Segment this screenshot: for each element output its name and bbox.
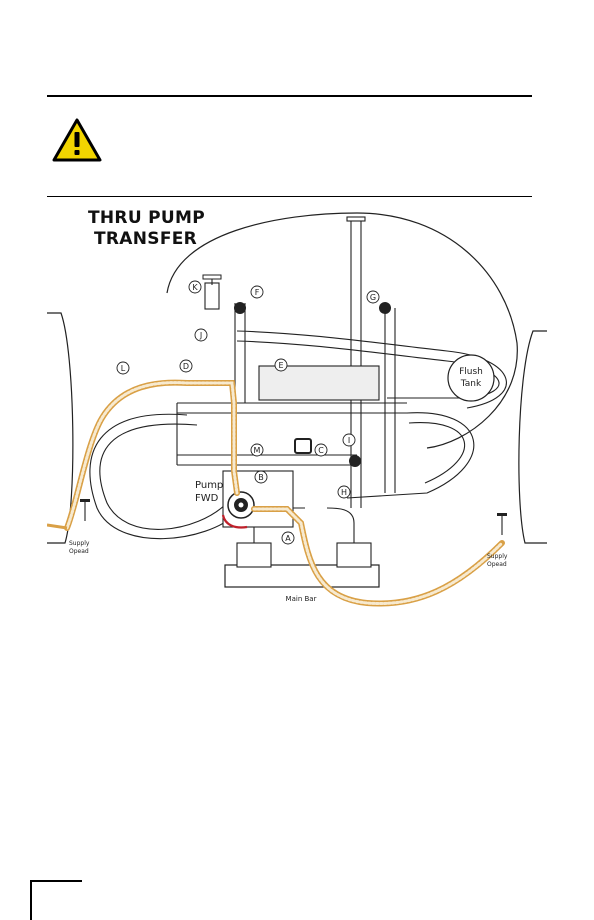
valve-label-k: K xyxy=(192,283,198,292)
valve-c-body xyxy=(294,438,312,454)
pump-rotation-arrow xyxy=(221,514,248,529)
flush-tank-label-1: Flush xyxy=(459,367,483,377)
warning-triangle-icon xyxy=(52,118,102,162)
supply-left-label-2: Opead xyxy=(69,548,89,555)
supply-right-label-2: Opead xyxy=(487,561,507,568)
supply-right-label-1: Supply xyxy=(487,553,508,560)
right-tank-wall xyxy=(518,330,547,544)
flush-tank-label-2: Tank xyxy=(460,379,482,389)
supply-left-label-1: Supply xyxy=(69,540,90,547)
valve-label-m: M xyxy=(254,446,261,455)
flow-path xyxy=(47,379,505,607)
valve-label-h: H xyxy=(341,488,347,497)
valve-label-b: B xyxy=(258,473,264,482)
pump-label-2: FWD xyxy=(195,493,219,504)
valve-g-body xyxy=(379,302,391,314)
left-tank-wall xyxy=(47,312,74,544)
bottom-divider xyxy=(47,196,532,197)
valve-label-d: D xyxy=(183,362,189,371)
plumbing-diagram: Flush Tank A B C D E F G H I J K xyxy=(47,212,547,607)
flush-tank xyxy=(447,354,495,402)
valve-k-body xyxy=(204,282,220,310)
diagram-title: THRU PUMP TRANSFER xyxy=(88,208,205,250)
top-divider xyxy=(47,95,532,97)
valve-label-l: L xyxy=(121,364,126,373)
valve-label-a: A xyxy=(285,534,291,543)
tank-outline xyxy=(166,212,518,449)
valve-i-body xyxy=(349,455,361,467)
valve-label-i: I xyxy=(348,436,350,445)
valve-label-g: G xyxy=(370,293,376,302)
valve-label-f: F xyxy=(255,288,260,297)
page-footer-tab xyxy=(30,880,82,920)
title-line-1: THRU PUMP xyxy=(88,208,205,228)
valve-label-c: C xyxy=(318,446,324,455)
main-bar-label: Main Bar xyxy=(286,595,317,603)
valve-label-j: J xyxy=(199,331,202,340)
main-bar xyxy=(224,564,380,588)
pump-label-1: Pump xyxy=(195,480,223,491)
valve-f-body xyxy=(234,302,246,314)
title-line-2: TRANSFER xyxy=(94,229,198,249)
valve-label-e: E xyxy=(278,361,283,370)
